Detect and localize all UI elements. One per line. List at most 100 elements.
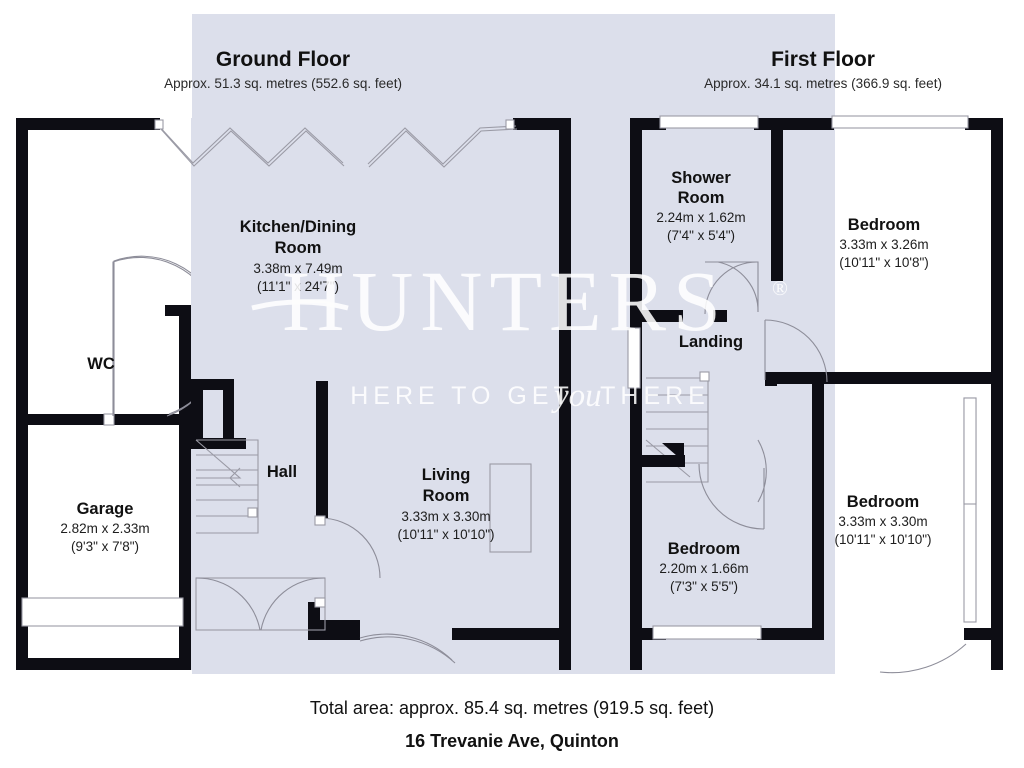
label-bedroom-1: Bedroom 3.33m x 3.26m (10'11" x 10'8") (839, 216, 929, 270)
wall-shower-right (771, 118, 783, 281)
shower-name-line1: Shower (671, 169, 731, 187)
door-swing-bedroom1 (764, 319, 828, 383)
window-bedroom-2-upper (963, 397, 977, 505)
label-bedroom-2: Bedroom 3.33m x 3.30m (10'11" x 10'10") (834, 493, 931, 547)
watermark-tagline-right: THERE (600, 382, 710, 410)
label-shower-room: Shower Room 2.24m x 1.62m (7'4" x 5'4") (656, 169, 745, 243)
living-name-line1: Living (422, 466, 471, 484)
wall-landing-bedroom1-stub (765, 372, 777, 386)
door-opening-front (314, 597, 326, 608)
total-area-text: Total area: approx. 85.4 sq. metres (919… (310, 698, 714, 718)
wall-garage-bottom (16, 658, 191, 670)
wall-first-top-left-stub (630, 118, 666, 130)
wc-name: WC (87, 355, 115, 373)
hall-name: Hall (267, 463, 297, 481)
wall-garage-top (16, 118, 159, 130)
wall-bedroom2-left (812, 386, 824, 640)
door-swing-shower (717, 261, 759, 313)
door-swing-bedroom3-helper (757, 439, 767, 503)
bedroom1-dim-imperial: (10'11" x 10'8") (839, 255, 929, 270)
kitchen-dim-metric: 3.38m x 7.49m (253, 261, 342, 276)
bifold-door-right-edge (368, 128, 518, 168)
staircase-ground (195, 439, 259, 534)
window-bedroom-3 (652, 625, 762, 640)
bifold-hinge-right (505, 119, 515, 130)
wall-shower-bottom-left (630, 310, 683, 322)
bedroom3-dim-metric: 2.20m x 1.66m (659, 561, 748, 576)
wall-first-bottom-right-stub (964, 628, 1003, 640)
bedroom2-dim-metric: 3.33m x 3.30m (838, 514, 927, 529)
door-opening-living (314, 515, 326, 526)
label-kitchen-dining-room: Kitchen/Dining Room 3.38m x 7.49m (11'1"… (240, 218, 356, 294)
bifold-door-right (367, 125, 517, 165)
garage-door (21, 597, 184, 627)
wall-ground-right (559, 118, 571, 670)
window-bedroom-1 (831, 115, 969, 129)
wall-first-right (991, 118, 1003, 670)
door-swing-bedroom2-outer (879, 643, 967, 674)
first-floor-plan: First Floor Approx. 34.1 sq. metres (366… (627, 48, 1003, 674)
ground-floor-plan: Ground Floor Approx. 51.3 sq. metres (55… (16, 48, 571, 670)
hunters-watermark: HUNTERS ® HERE TO GET you THERE (251, 253, 788, 414)
label-living-room: Living Room 3.33m x 3.30m (10'11" x 10'1… (397, 466, 494, 542)
first-floor-left-fill (630, 118, 835, 670)
wall-hall-right-stub (223, 379, 234, 449)
door-swing-shower-arc (704, 261, 758, 315)
wall-hall-left (191, 379, 203, 449)
ground-floor-title: Ground Floor (216, 48, 350, 71)
landing-name: Landing (679, 333, 743, 351)
wall-landing-bedroom1 (765, 372, 847, 384)
label-bedroom-3: Bedroom 2.20m x 1.66m (7'3" x 5'5") (659, 540, 748, 594)
living-dim-metric: 3.33m x 3.30m (401, 509, 490, 524)
wall-living-bottom (452, 628, 571, 640)
wall-garage-right-lower (179, 305, 191, 670)
wall-first-top-right-stub (965, 118, 1003, 130)
wall-garage-left (16, 118, 28, 670)
door-swing-bedroom3 (698, 463, 765, 530)
first-floor-right-fill (835, 118, 1003, 670)
bifold-door-left-edge (159, 127, 345, 167)
wall-hall-living-divider (316, 381, 328, 518)
watermark-brand: HUNTERS (282, 253, 728, 349)
watermark-swoosh (251, 299, 349, 311)
living-room-bay-window (489, 463, 532, 553)
wall-kitchen-top-left-stub (130, 118, 160, 130)
watermark-tagline-left: HERE TO GET (350, 382, 574, 410)
wall-first-bottom-mid (757, 628, 812, 640)
kitchen-name-line2: Room (275, 239, 322, 257)
wall-shower-bottom-mid (713, 310, 727, 322)
door-swing-front (359, 633, 453, 661)
wall-first-left (630, 118, 642, 670)
garage-dim-imperial: (9'3" x 7'8") (71, 539, 139, 554)
kitchen-name-line1: Kitchen/Dining (240, 218, 356, 236)
wall-bedroom3-top (630, 455, 685, 467)
bedroom1-dim-metric: 3.33m x 3.26m (839, 237, 928, 252)
bifold-door-left (157, 124, 344, 164)
door-opening-wc (103, 413, 115, 426)
kitchen-dim-imperial: (11'1" x 24'7") (257, 279, 339, 294)
watermark-tagline-italic: you (551, 378, 602, 414)
door-swing-living (319, 517, 381, 579)
window-shower-room (659, 115, 759, 129)
living-dim-imperial: (10'11" x 10'10") (397, 527, 494, 542)
wall-wc-kitchen-stub (165, 305, 191, 316)
bedroom2-dim-imperial: (10'11" x 10'10") (834, 532, 931, 547)
shower-dim-imperial: (7'4" x 5'4") (667, 228, 735, 243)
shower-dim-metric: 2.24m x 1.62m (656, 210, 745, 225)
bedroom3-dim-imperial: (7'3" x 5'5") (670, 579, 738, 594)
wall-bedroom1-bedroom2-divider (835, 372, 991, 384)
wall-kitchen-top-right (513, 118, 571, 130)
shower-name-line2: Room (678, 189, 725, 207)
label-hall: Hall (267, 463, 297, 481)
garage-name: Garage (77, 500, 134, 518)
wall-hall-top (191, 379, 234, 390)
window-landing (627, 327, 641, 389)
garage-dim-metric: 2.82m x 2.33m (60, 521, 149, 536)
bedroom3-name: Bedroom (668, 540, 740, 558)
wall-front-threshold (308, 620, 360, 640)
wall-hall-bottom-stub (191, 438, 246, 449)
living-name-line2: Room (423, 487, 470, 505)
wall-first-top-mid (754, 118, 834, 130)
label-wc: WC (87, 355, 115, 373)
